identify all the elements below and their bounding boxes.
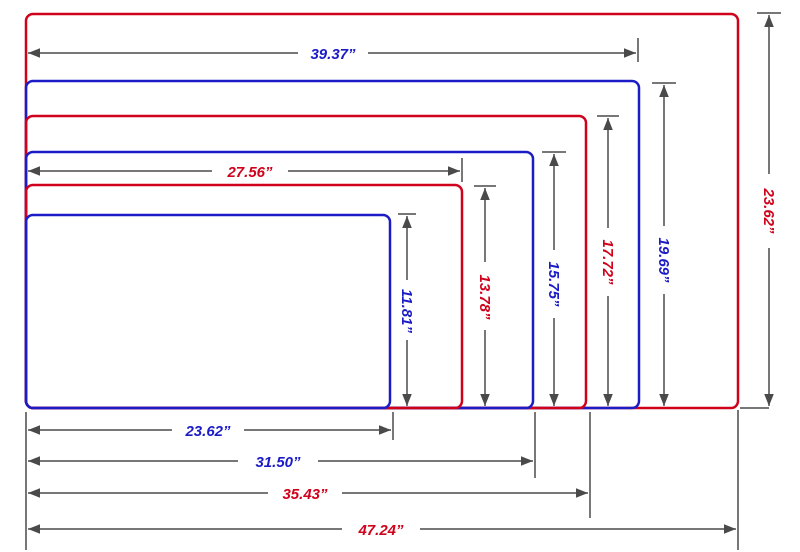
mat-outline-47x24 bbox=[24, 12, 740, 410]
mat-outline-35x18 bbox=[24, 114, 588, 410]
width-label-35x18: 35.43” bbox=[282, 486, 328, 503]
width-dimension-47x24: 47.24” bbox=[28, 522, 736, 539]
height-label-47x24: 23.62” bbox=[760, 187, 777, 234]
height-label-31x16: 15.75” bbox=[545, 261, 562, 307]
mat-outline-39x20 bbox=[24, 79, 641, 410]
height-label-23x12: 11.81” bbox=[398, 289, 415, 333]
width-dimension-31x16: 31.50” bbox=[28, 454, 533, 471]
mat-outline-27x14 bbox=[24, 183, 464, 410]
mat-outline-23x12 bbox=[24, 213, 392, 410]
width-label-31x16: 31.50” bbox=[255, 454, 301, 471]
mat-rectangles bbox=[24, 12, 740, 410]
width-label-23x12: 23.62” bbox=[184, 423, 231, 440]
bottom-extension-lines bbox=[25, 410, 739, 550]
height-dimension-31x16: 15.75” bbox=[542, 151, 566, 406]
width-dimension-39x20: 39.37” bbox=[28, 38, 639, 63]
height-label-27x14: 13.78” bbox=[476, 274, 493, 320]
mat-outline-31x16 bbox=[24, 150, 535, 410]
height-label-35x18: 17.72” bbox=[599, 239, 616, 285]
height-dimension-23x12: 11.81” bbox=[398, 213, 416, 406]
width-label-47x24: 47.24” bbox=[357, 522, 404, 539]
height-dimension-27x14: 13.78” bbox=[474, 185, 496, 406]
width-label-27x14: 27.56” bbox=[226, 164, 273, 181]
height-dimension-47x24: 23.62” bbox=[740, 12, 781, 409]
height-label-39x20: 19.69” bbox=[655, 237, 672, 283]
height-dimension-39x20: 19.69” bbox=[652, 82, 676, 406]
width-dimension-23x12: 23.62” bbox=[28, 423, 391, 440]
width-dimension-27x14: 27.56” bbox=[28, 158, 463, 182]
width-label-39x20: 39.37” bbox=[310, 46, 356, 63]
width-dimension-35x18: 35.43” bbox=[28, 486, 588, 503]
height-dimension-35x18: 17.72” bbox=[597, 115, 619, 406]
